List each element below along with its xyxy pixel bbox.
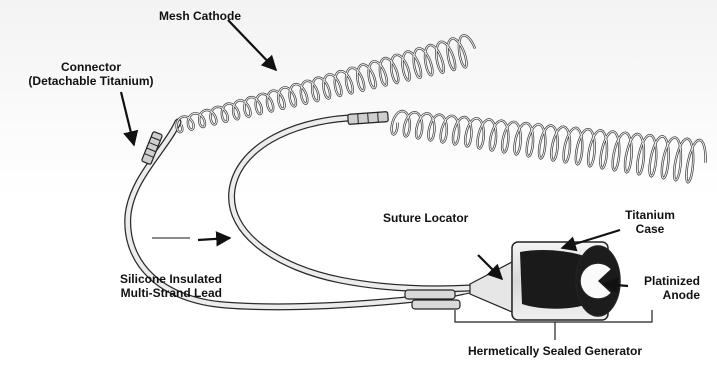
label-silicone-lead: Silicone Insulated Multi-Strand Lead — [80, 272, 222, 300]
label-mesh-cathode: Mesh Cathode — [150, 9, 250, 23]
label-titanium-case: Titanium Case — [615, 208, 685, 236]
connector-upper — [348, 112, 389, 125]
mesh-cathode-coil-b — [392, 111, 706, 182]
label-hermetic-generator: Hermetically Sealed Generator — [430, 344, 680, 358]
label-suture-locator: Suture Locator — [383, 211, 468, 225]
hermetic-generator — [470, 242, 620, 320]
coil-wire-outline — [392, 111, 706, 182]
arrow-connector — [121, 92, 134, 145]
label-platinized-anode: Platinized Anode — [610, 274, 700, 302]
lead-strain-relief — [405, 290, 460, 309]
label-connector: Connector (Detachable Titanium) — [0, 60, 182, 88]
arrow-silicone-lead — [198, 238, 230, 240]
arrow-mesh-cathode — [228, 20, 276, 70]
coil-wire-highlight — [392, 111, 706, 182]
